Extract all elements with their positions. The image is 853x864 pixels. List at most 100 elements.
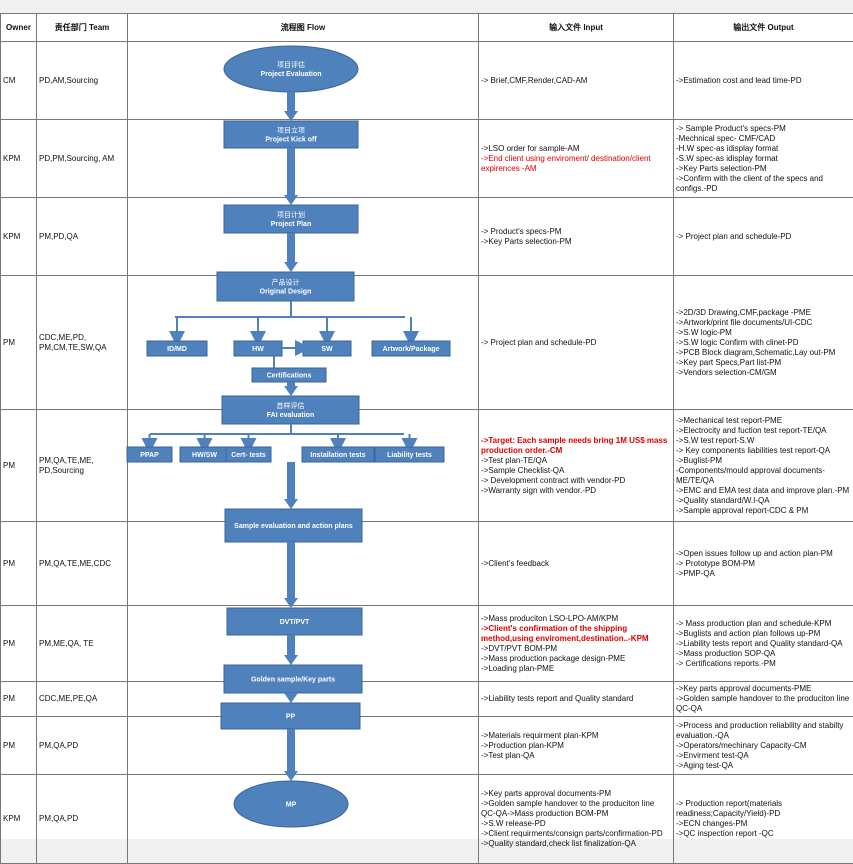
output-line: ->2D/3D Drawing,CMF,package -PME [676, 308, 851, 318]
input-line: -> Product's specs-PM [481, 227, 671, 237]
certifications-node-label: Certifications [267, 373, 312, 380]
input-cell: ->Mass produciton LSO-LPO-AM/KPM->Client… [479, 606, 674, 682]
input-cell: ->Liability tests report and Quality sta… [479, 682, 674, 717]
output-cell: -> Sample Product's specs-PM-Mechnical s… [674, 120, 853, 198]
input-line: ->Production plan-KPM [481, 741, 671, 751]
design-sub-0-label: ID/MD [167, 346, 187, 353]
input-cell: ->Materials requirment plan-KPM->Product… [479, 717, 674, 775]
output-line: ->Mass production SOP-QA [676, 649, 851, 659]
design-sub-2-label: SW [321, 346, 333, 353]
design-sub-3-label: Artwork/Package [383, 346, 440, 353]
output-line: -Mechnical spec- CMF/CAD [676, 134, 851, 144]
original-design-node [217, 272, 354, 301]
fai-sub-1-label: HW/SW [192, 452, 217, 459]
team-cell: PM,PD,QA [37, 198, 128, 276]
input-cell: -> Project plan and schedule-PD [479, 276, 674, 410]
input-line: ->Sample Checklist-QA [481, 466, 671, 476]
input-line: ->Test plan-QA [481, 751, 671, 761]
output-line: ->Artwork/print file documents/UI-CDC [676, 318, 851, 328]
output-line: ->Confirm with the client of the specs a… [676, 174, 851, 194]
output-cell: -> Production report(materials readiness… [674, 775, 853, 864]
project-kickoff-node-label: Project Kick off [265, 137, 317, 144]
input-line: ->Client requirments/consign parts/confi… [481, 829, 671, 839]
input-line: ->Warranty sign with vendor.-PD [481, 486, 671, 496]
fai-sub-4-label: Liability tests [387, 452, 432, 459]
fai-sub-0-label: PPAP [140, 452, 159, 459]
input-cell: -> Brief,CMF,Render,CAD-AM [479, 42, 674, 120]
team-cell: CDC,ME,PD, PM,CM,TE,SW,QA [37, 276, 128, 410]
output-line: ->S.W logic Confirm with clinet-PD [676, 338, 851, 348]
sample-evaluation-node-label: Sample evaluation and action plans [234, 523, 353, 530]
output-cell: ->Mechanical test report-PME->Electrocit… [674, 410, 853, 522]
input-cell: ->Key parts approval documents-PM->Golde… [479, 775, 674, 864]
project-plan-node [224, 205, 358, 233]
project-evaluation-node-label: 项目评估 [277, 60, 305, 69]
mp-node-label: MP [286, 802, 297, 809]
fai-evaluation-node-label: 首样评估 [277, 401, 305, 410]
input-line: ->End client using enviroment/ destinati… [481, 154, 671, 174]
output-line: -Components/mould approval documents-ME/… [676, 466, 851, 486]
flow-cell [128, 410, 479, 522]
original-design-node-label: Original Design [260, 289, 312, 296]
output-line: ->Liability tests report and Quality sta… [676, 639, 851, 649]
output-line: -> Key components liabilities test repor… [676, 446, 851, 456]
output-line: ->Quality standard/W.I-QA [676, 496, 851, 506]
team-cell: PM,ME,QA, TE [37, 606, 128, 682]
input-line: ->Loading plan-PME [481, 664, 671, 674]
output-line: ->Key Parts selection-PM [676, 164, 851, 174]
fai-evaluation-node-label: FAI evaluation [267, 412, 314, 419]
output-line: ->Electrocity and fuction test report-TE… [676, 426, 851, 436]
output-cell: ->Open issues follow up and action plan-… [674, 522, 853, 606]
input-cell: ->Client's feedback [479, 522, 674, 606]
flow-sheet: Owner 责任部门 Team 流程图 Flow 输入文件 Input 输出文件… [0, 13, 853, 839]
input-line: ->Client's feedback [481, 559, 671, 569]
output-cell: ->Estimation cost and lead time-PD [674, 42, 853, 120]
output-line: ->Sample approval report-CDC & PM [676, 506, 851, 516]
owner-cell: PM [1, 717, 37, 775]
fai-sub-3-label: Installation tests [310, 452, 365, 459]
input-line: ->LSO order for sample-AM [481, 144, 671, 154]
input-line: ->Mass production package design-PME [481, 654, 671, 664]
output-line: ->S.W logic-PM [676, 328, 851, 338]
output-line: -> Certifications reports.-PM [676, 659, 851, 669]
team-cell: PM,QA,TE,ME, PD,Sourcing [37, 410, 128, 522]
input-line: ->Test plan-TE/QA [481, 456, 671, 466]
output-line: ->Key part Specs,Part list-PM [676, 358, 851, 368]
input-line: -> Brief,CMF,Render,CAD-AM [481, 76, 671, 86]
output-line: ->Open issues follow up and action plan-… [676, 549, 851, 559]
output-line: ->Envirment test-QA [676, 751, 851, 761]
header-team: 责任部门 Team [37, 14, 128, 42]
owner-cell: KPM [1, 775, 37, 864]
output-line: ->QC inspection report -QC [676, 829, 851, 839]
header-owner: Owner [1, 14, 37, 42]
input-cell: ->LSO order for sample-AM->End client us… [479, 120, 674, 198]
fai-sub-2-label: Cert- tests [231, 452, 266, 459]
owner-cell: KPM [1, 198, 37, 276]
output-line: ->Aging test-QA [676, 761, 851, 771]
input-line: ->S.W release-PD [481, 819, 671, 829]
input-cell: ->Target: Each sample needs bring 1M US$… [479, 410, 674, 522]
team-cell: PM,QA,PD [37, 775, 128, 864]
owner-cell: PM [1, 410, 37, 522]
output-line: ->Buglists and action plan follows up-PM [676, 629, 851, 639]
original-design-node-label: 产品设计 [272, 278, 300, 287]
project-evaluation-node [224, 46, 358, 92]
project-kickoff-node-label: 项目立项 [277, 126, 305, 135]
output-cell: ->Key parts approval documents-PME->Gold… [674, 682, 853, 717]
input-line: ->Materials requirment plan-KPM [481, 731, 671, 741]
input-line: ->Quality standard,check list finalizati… [481, 839, 671, 849]
input-line: ->Key Parts selection-PM [481, 237, 671, 247]
design-sub-1-label: HW [252, 346, 264, 353]
output-line: -S.W spec-as idisplay format [676, 154, 851, 164]
project-evaluation-node-label: Project Evaluation [260, 71, 321, 78]
output-cell: -> Project plan and schedule-PD [674, 198, 853, 276]
process-table: Owner 责任部门 Team 流程图 Flow 输入文件 Input 输出文件… [0, 13, 853, 864]
pp-node-label: PP [286, 714, 296, 721]
